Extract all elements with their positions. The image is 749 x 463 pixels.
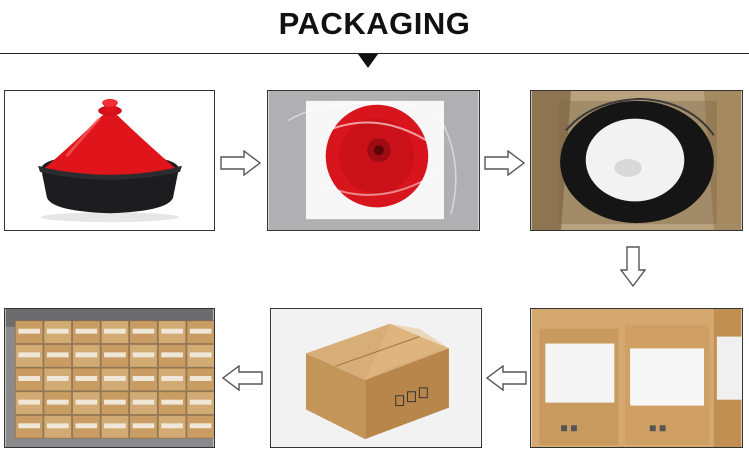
carton-box — [72, 415, 101, 439]
step-5-sealed-carton-photo — [270, 308, 482, 448]
carton-box — [129, 415, 158, 439]
carton-box — [157, 320, 187, 344]
carton-box — [43, 344, 72, 368]
carton-box — [186, 344, 214, 368]
carton-box — [186, 320, 214, 344]
carton-box — [157, 391, 187, 415]
carton-box — [186, 367, 214, 392]
carton-box — [15, 391, 44, 415]
stacked-cartons-image — [5, 309, 214, 447]
carton-box — [129, 367, 158, 392]
arrow-right-icon-1 — [220, 150, 262, 176]
carton-box — [72, 367, 101, 392]
title-divider — [0, 53, 749, 54]
down-pointer-icon — [358, 54, 378, 68]
step-3-pot-in-carton-photo — [530, 90, 743, 231]
carton-box — [15, 344, 44, 368]
step-4-foam-carton-photo — [530, 308, 743, 448]
arrow-left-icon-2 — [221, 365, 263, 391]
carton-box — [72, 344, 101, 368]
carton-box — [43, 320, 72, 344]
carton-box — [15, 367, 44, 392]
sealed-carton-image — [271, 309, 481, 447]
carton-box — [43, 415, 72, 439]
carton-box — [129, 344, 158, 368]
carton-box — [157, 415, 187, 439]
step-6-stacked-cartons-photo — [4, 308, 215, 448]
carton-box — [72, 391, 101, 415]
carton-box — [100, 344, 130, 368]
carton-box — [157, 367, 187, 392]
page-title: PACKAGING — [278, 6, 471, 41]
carton-box — [100, 391, 130, 415]
step-1-tagine-photo — [4, 90, 215, 231]
step-2-wrapped-lid-photo — [267, 90, 480, 231]
carton-box — [43, 367, 72, 392]
carton-box — [129, 391, 158, 415]
arrow-down-icon — [620, 246, 646, 288]
carton-box — [186, 415, 214, 439]
tagine-pot-image — [5, 91, 214, 230]
arrow-right-icon-2 — [484, 150, 526, 176]
carton-box — [129, 320, 158, 344]
carton-box — [72, 320, 101, 344]
carton-box — [43, 391, 72, 415]
foam-carton-image — [531, 309, 742, 447]
carton-box — [186, 391, 214, 415]
carton-box — [100, 367, 130, 392]
pot-in-carton-image — [531, 91, 742, 230]
carton-box — [15, 320, 44, 344]
carton-box — [100, 415, 130, 439]
arrow-left-icon-1 — [485, 365, 527, 391]
carton-box — [100, 320, 130, 344]
carton-box — [15, 415, 44, 439]
wrapped-lid-image — [268, 91, 479, 230]
carton-box — [157, 344, 187, 368]
